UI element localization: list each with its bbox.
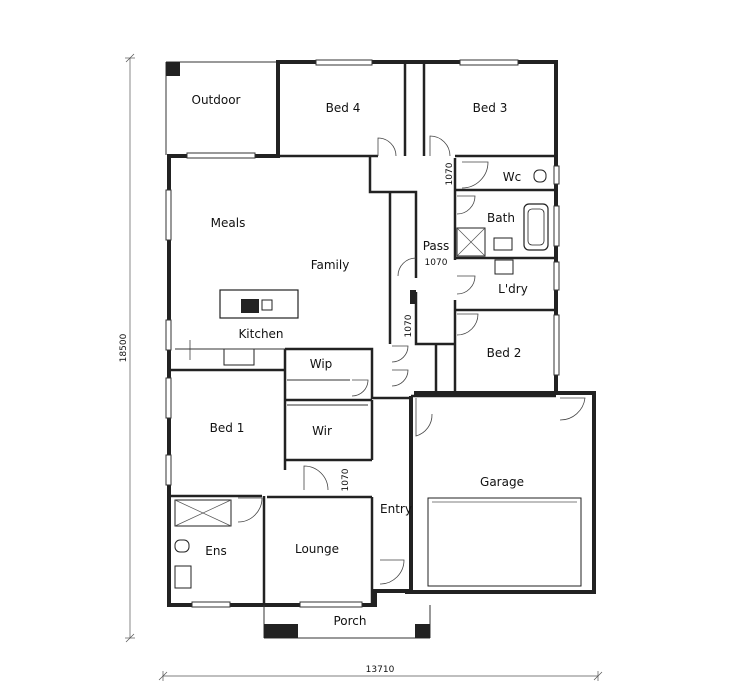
room-label-wip: Wip [310, 357, 333, 371]
garage-door [427, 497, 582, 587]
room-label-bed2: Bed 2 [487, 346, 522, 360]
room-label-bed1: Bed 1 [210, 421, 245, 435]
laundry-tub [494, 259, 514, 275]
room-label-porch: Porch [333, 614, 366, 628]
room-label-wc: Wc [503, 170, 521, 184]
room-label-lounge: Lounge [295, 542, 339, 556]
room-label-meals: Meals [211, 216, 246, 230]
dimension-family-door: 1070 [404, 314, 414, 337]
dimension-height: 18500 [119, 53, 135, 643]
bath-tub [523, 203, 549, 251]
room-label-ens: Ens [205, 544, 226, 558]
fixtures [174, 169, 582, 639]
ens-toilet [174, 539, 190, 553]
outdoor-area [165, 61, 278, 155]
room-label-bath: Bath [487, 211, 515, 225]
dimension-entry-door: 1070 [341, 468, 351, 491]
dimension-height-label: 18500 [119, 333, 129, 362]
interior-walls [169, 64, 556, 605]
ens-vanity [174, 565, 192, 589]
cooktop [223, 348, 255, 366]
room-label-wir: Wir [312, 424, 332, 438]
room-label-garage: Garage [480, 475, 524, 489]
room-label-ldry: L'dry [498, 282, 528, 296]
dimension-wc-door: 1070 [445, 162, 455, 185]
room-label-family: Family [311, 258, 350, 272]
room-label-kitchen: Kitchen [238, 327, 283, 341]
room-label-bed4: Bed 4 [326, 101, 361, 115]
dimension-width-label: 13710 [366, 665, 395, 675]
room-label-pass: Pass [423, 239, 450, 253]
room-label-outdoor: Outdoor [192, 93, 241, 107]
doors [189, 135, 586, 585]
room-label-entry: Entry [380, 502, 412, 516]
wc-toilet [533, 169, 547, 183]
room-label-bed3: Bed 3 [473, 101, 508, 115]
dimension-width: 13710 [158, 665, 603, 681]
windows [165, 59, 560, 608]
dimension-pass-door: 1070 [425, 258, 448, 268]
